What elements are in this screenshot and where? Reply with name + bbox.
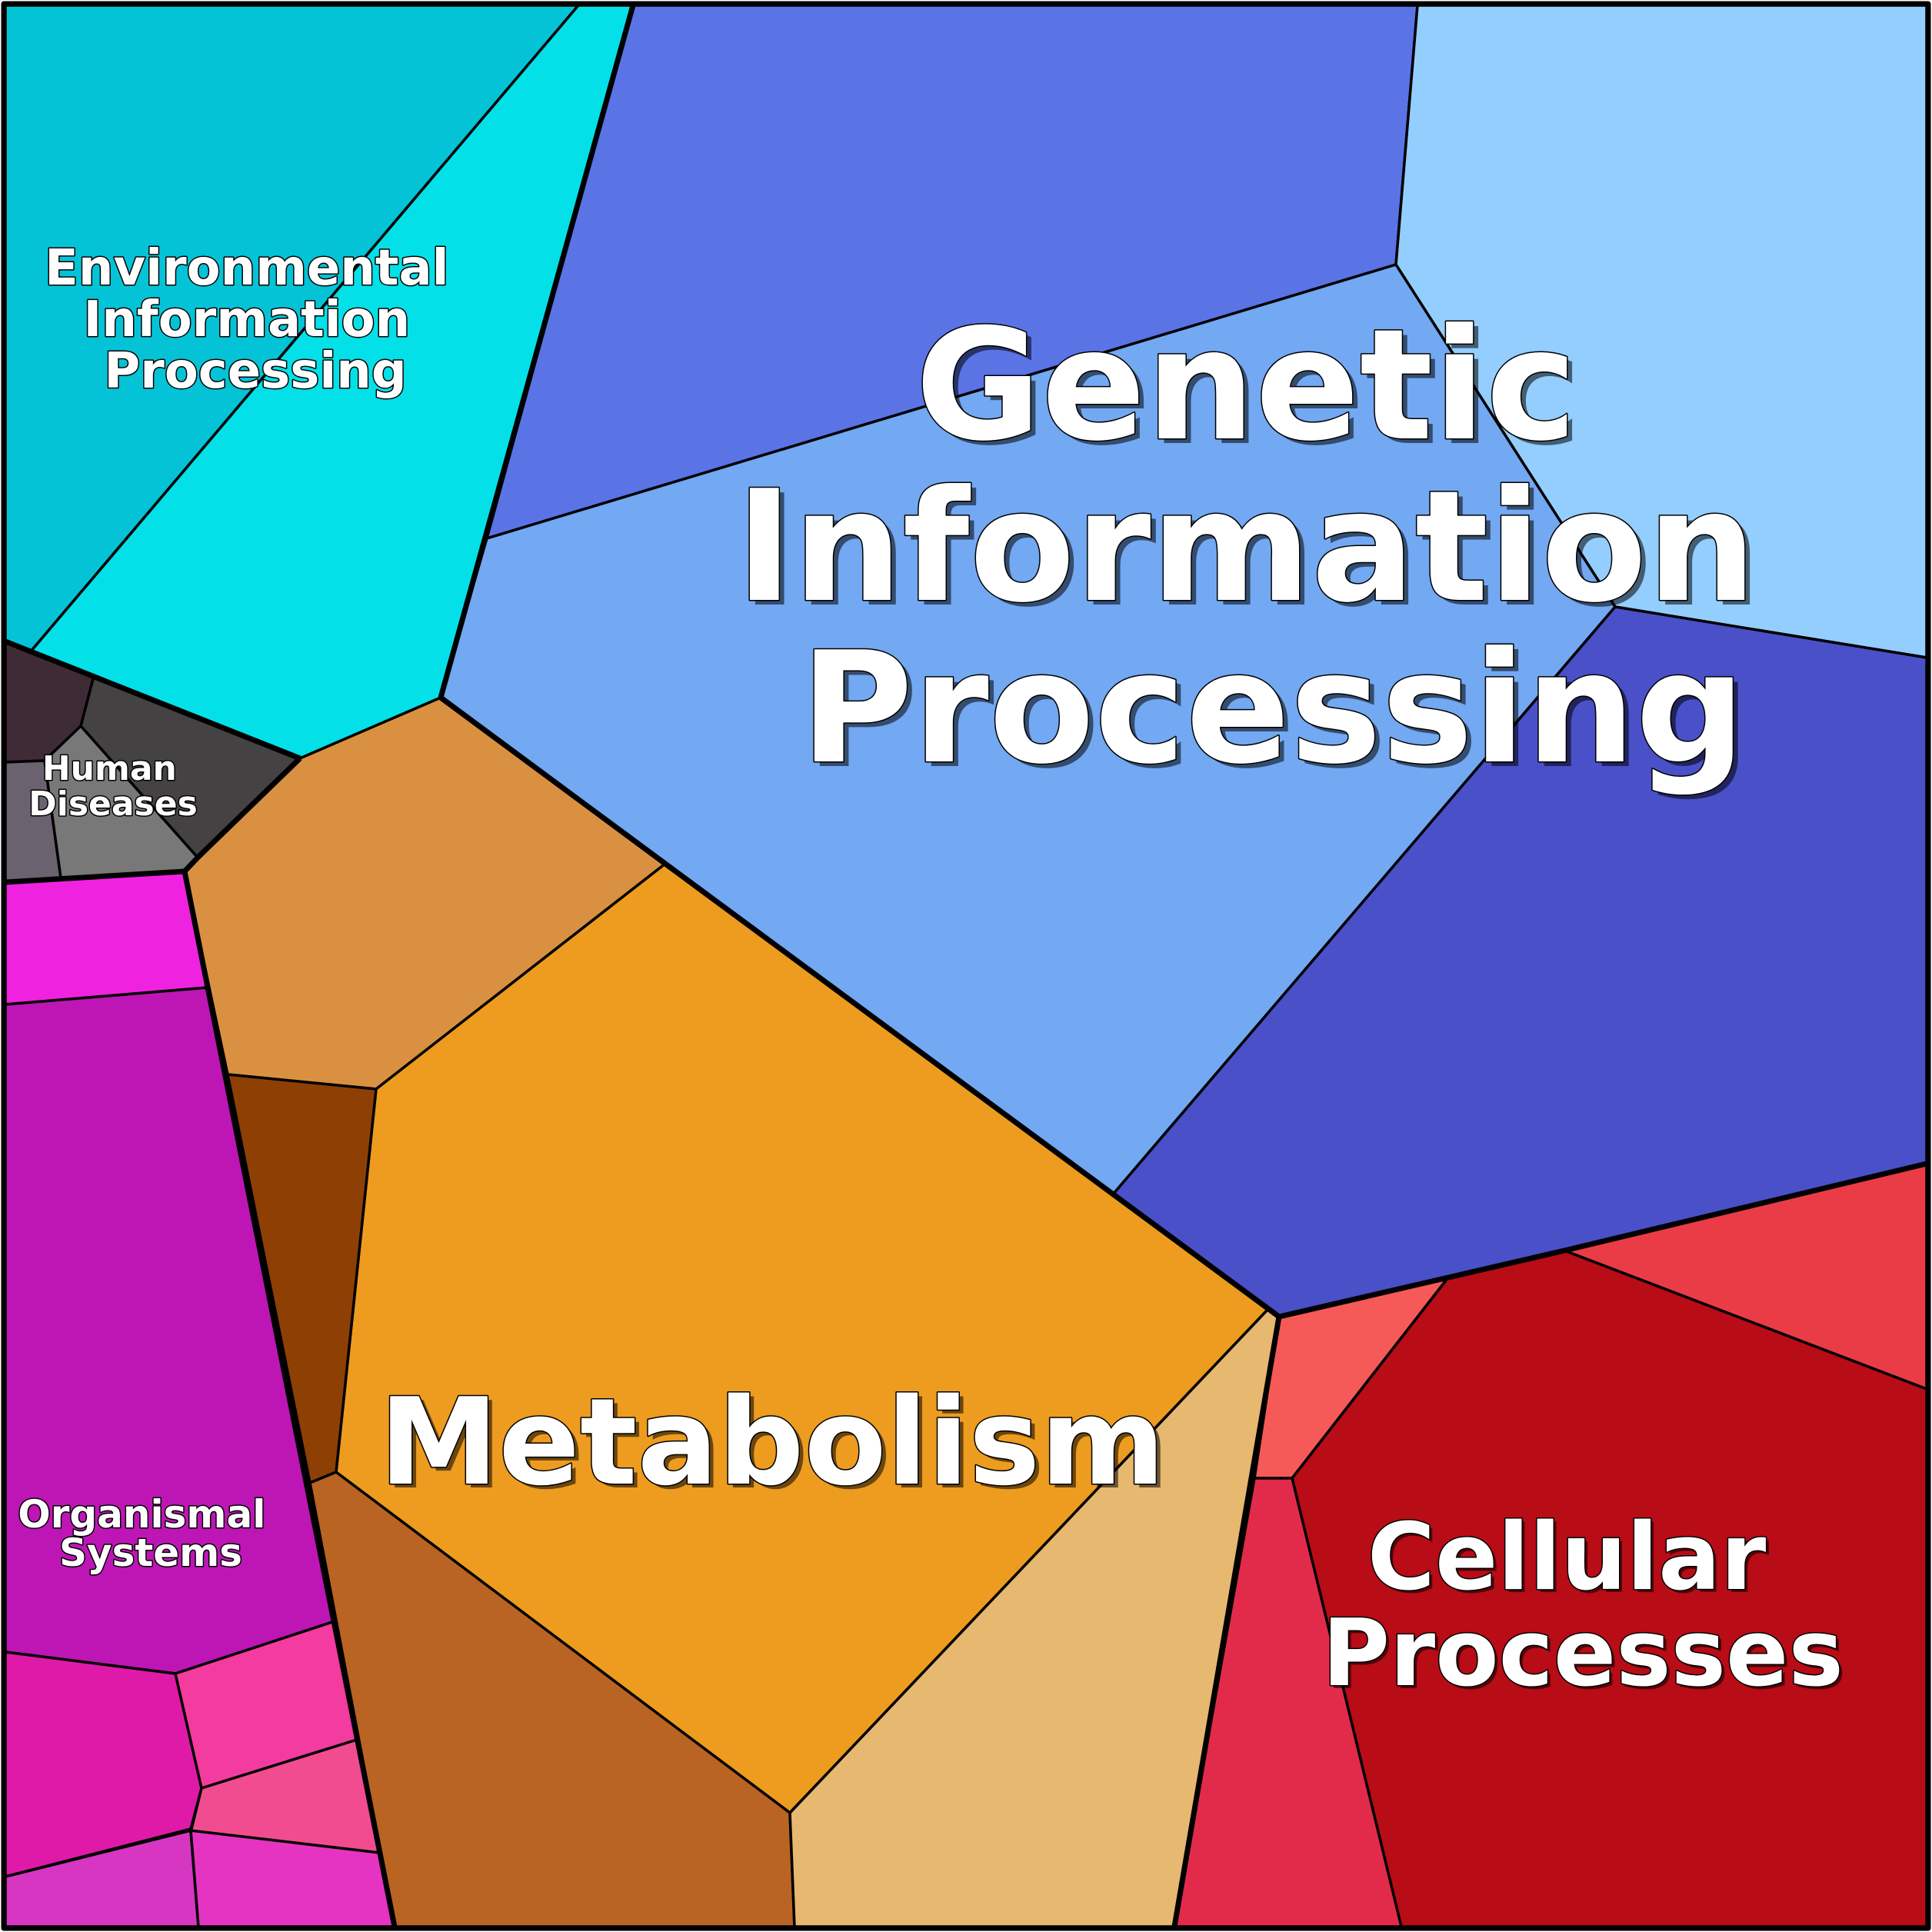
label-metabolism: Metabolism xyxy=(379,1372,1165,1512)
border-human-metabolism xyxy=(182,756,302,874)
border-genetic-metabolism xyxy=(438,695,1281,1319)
labels: Environmental Information Processing Gen… xyxy=(17,239,1847,1711)
cell-organismal-1[interactable] xyxy=(4,870,209,1006)
border-metabolism-organismal xyxy=(182,871,398,1927)
label-metabolism-shadow: Metabolism xyxy=(384,1376,1170,1516)
label-human: Human Diseases xyxy=(28,749,198,824)
border-metabolism-cellular xyxy=(1171,1316,1282,1927)
label-genetic: Genetic Information Processing xyxy=(736,296,1810,798)
label-genetic-shadow: Genetic Information Processing xyxy=(741,301,1816,803)
group-human[interactable] xyxy=(4,640,301,884)
border-genetic-cellular xyxy=(1278,1161,1927,1320)
label-cellular-shadow: Cellular Processes xyxy=(1325,1507,1847,1710)
border-human-organismal xyxy=(5,868,185,885)
group-metabolism[interactable] xyxy=(183,696,1281,1928)
border-env-genetic xyxy=(438,5,636,698)
label-environmental: Environmental Information Processing xyxy=(45,240,466,400)
label-organismal: Organismal Systems xyxy=(18,1492,279,1575)
border-env-human xyxy=(4,638,301,761)
label-cellular: Cellular Processes xyxy=(1322,1504,1844,1707)
